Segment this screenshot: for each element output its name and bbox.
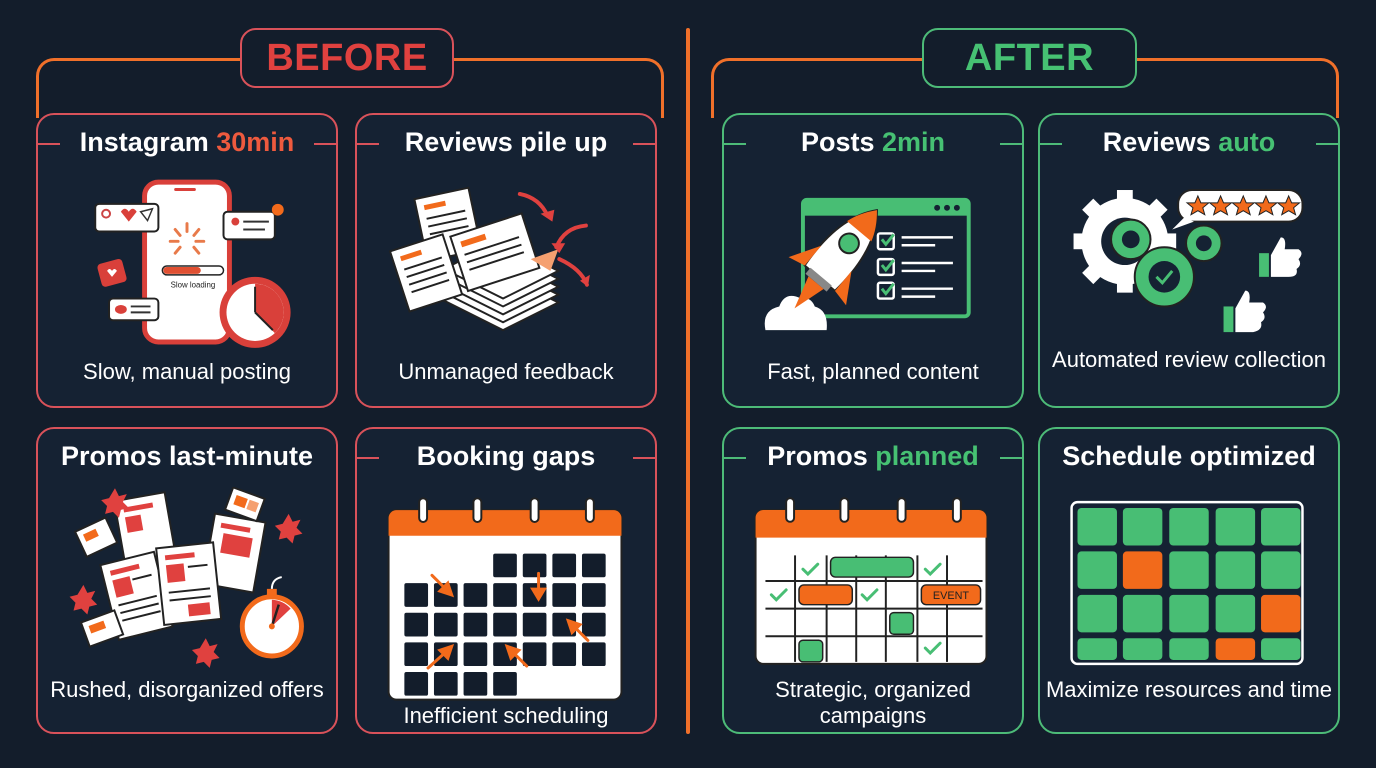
card-title: Promos planned bbox=[767, 441, 979, 471]
card-title: Reviews pile up bbox=[404, 127, 608, 157]
svg-text:EVENT: EVENT bbox=[933, 590, 970, 602]
title-rule bbox=[724, 143, 746, 145]
card-title: Reviews auto bbox=[1102, 127, 1276, 157]
card-caption: Inefficient scheduling bbox=[403, 703, 609, 728]
title-rule bbox=[38, 143, 60, 145]
card-caption: Maximize resources and time bbox=[1045, 677, 1333, 702]
card-title: Booking gaps bbox=[416, 441, 596, 471]
card-schedule-optimized: Schedule optimized Maximize resources an… bbox=[1038, 427, 1340, 734]
center-divider bbox=[686, 28, 690, 734]
title-rule bbox=[357, 457, 379, 459]
card-promos-last-minute: Promos last-minute Rush bbox=[36, 427, 338, 734]
card-booking-gaps: Booking gaps Inefficient scheduling bbox=[355, 427, 657, 734]
calendar-gaps-icon bbox=[357, 491, 655, 701]
card-caption: Strategic, organized campaigns bbox=[775, 677, 971, 728]
after-label: AFTER bbox=[922, 28, 1137, 88]
scattered-flyers-stopwatch-icon bbox=[38, 486, 336, 672]
title-rule bbox=[314, 143, 336, 145]
before-label: BEFORE bbox=[240, 28, 454, 88]
title-rule bbox=[1000, 143, 1022, 145]
card-caption: Rushed, disorganized offers bbox=[50, 677, 324, 702]
svg-text:Slow loading: Slow loading bbox=[171, 281, 216, 290]
paper-pile-icon bbox=[357, 173, 655, 358]
rocket-checklist-icon bbox=[724, 173, 1022, 358]
card-title: Promos last-minute bbox=[60, 441, 314, 471]
title-rule bbox=[1316, 143, 1338, 145]
title-rule bbox=[357, 143, 379, 145]
card-title: Schedule optimized bbox=[1062, 441, 1316, 471]
title-rule bbox=[633, 457, 655, 459]
schedule-grid-icon bbox=[1040, 499, 1338, 667]
phone-slow-loading-icon: Slow loading bbox=[38, 173, 336, 358]
card-caption: Automated review collection bbox=[1052, 347, 1326, 372]
card-promos-planned: Promos planned EVENT Strategic, organize… bbox=[722, 427, 1024, 734]
title-rule bbox=[724, 457, 746, 459]
card-caption: Unmanaged feedback bbox=[398, 359, 614, 384]
card-reviews-auto: Reviews auto Automated review collect bbox=[1038, 113, 1340, 408]
gears-stars-thumbs-icon bbox=[1040, 173, 1338, 358]
card-title: Instagram 30min bbox=[79, 127, 295, 157]
title-rule bbox=[633, 143, 655, 145]
card-reviews-pile-up: Reviews pile up bbox=[355, 113, 657, 408]
card-title: Posts 2min bbox=[800, 127, 946, 157]
planned-calendar-icon: EVENT bbox=[724, 491, 1022, 671]
title-rule bbox=[1000, 457, 1022, 459]
card-caption: Slow, manual posting bbox=[83, 359, 291, 384]
title-rule bbox=[1040, 143, 1062, 145]
card-instagram-30min: Instagram 30min Slow loading bbox=[36, 113, 338, 408]
card-posts-2min: Posts 2min Fast, pla bbox=[722, 113, 1024, 408]
card-caption: Fast, planned content bbox=[767, 359, 979, 384]
